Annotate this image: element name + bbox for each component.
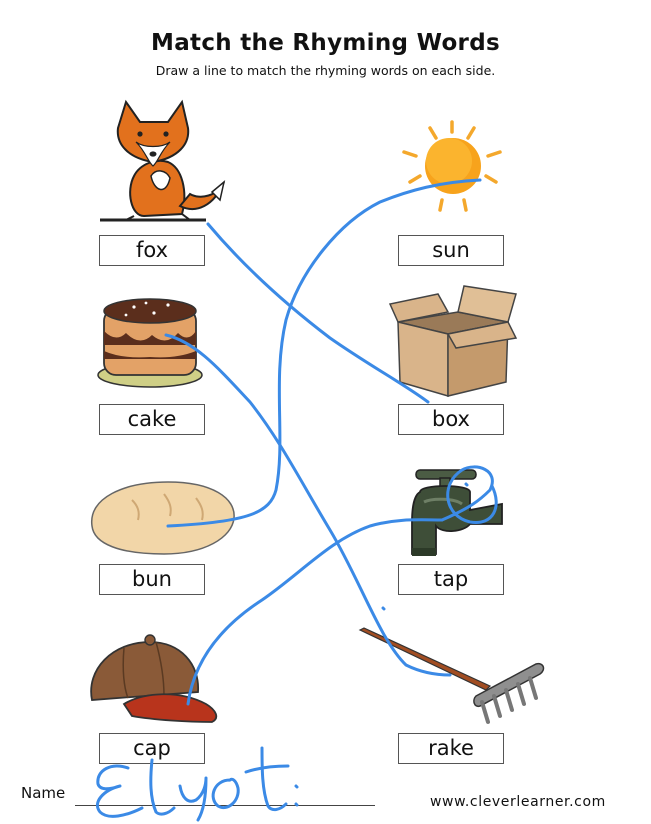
worksheet-title: Match the Rhyming Words [151, 30, 500, 56]
word-box-cake: cake [99, 404, 205, 435]
word-box-tap: tap [398, 564, 504, 595]
cap-icon [90, 634, 218, 723]
box-icon [388, 285, 518, 397]
website-credit: www.cleverlearner.com [430, 794, 606, 810]
tap-icon [411, 469, 503, 556]
word-box-box: box [398, 404, 504, 435]
name-line[interactable] [75, 805, 375, 806]
word-box-cap: cap [99, 733, 205, 764]
letter-o [211, 777, 240, 809]
word-box-fox: fox [99, 235, 205, 266]
colon [294, 784, 299, 807]
bread-icon [91, 481, 235, 555]
letter-t [244, 746, 290, 812]
letter-y [178, 776, 208, 822]
name-label: Name [21, 784, 66, 802]
word-box-sun: sun [398, 235, 504, 266]
worksheet-instructions: Draw a line to match the rhyming words o… [155, 63, 496, 78]
word-box-bun: bun [99, 564, 205, 595]
word-box-rake: rake [398, 733, 504, 764]
rake-icon [358, 627, 545, 724]
letter-E [96, 764, 144, 818]
pen-dot-1 [381, 606, 386, 611]
sun-icon [402, 120, 502, 212]
fox-icon [100, 99, 226, 222]
cake-icon [97, 298, 203, 388]
